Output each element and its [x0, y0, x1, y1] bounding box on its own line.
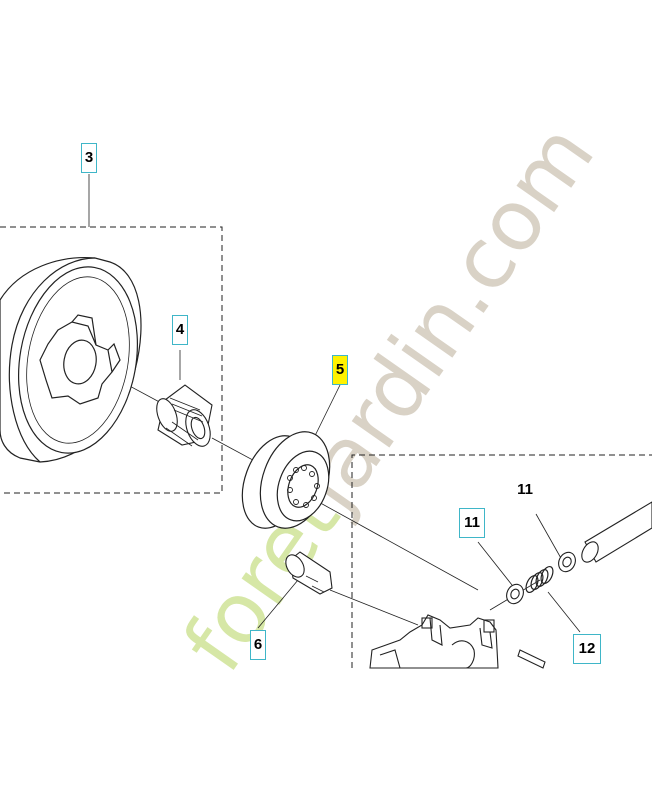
- leader-lines: [88, 174, 581, 633]
- callout-12[interactable]: 12: [573, 634, 601, 664]
- callout-3[interactable]: 3: [81, 143, 97, 173]
- needle-bearing-icon: [156, 384, 213, 447]
- clutch-drum-rim-sprocket-icon: [0, 256, 142, 463]
- rim-sprocket-icon: [241, 431, 331, 529]
- watermark: foretjardin.com: [164, 107, 613, 689]
- callout-6[interactable]: 6: [250, 630, 266, 660]
- spring-icon: [525, 565, 554, 594]
- callout-4[interactable]: 4: [172, 315, 188, 345]
- callout-11-boxed[interactable]: 11: [459, 508, 485, 538]
- svg-text:foretjardin.com: foretjardin.com: [164, 107, 613, 689]
- group-right-boundary: [351, 454, 652, 668]
- pump-housing: [369, 614, 546, 669]
- washer-icon: [506, 551, 576, 605]
- assembly-boundaries: [0, 226, 652, 668]
- group-3-boundary: [0, 226, 223, 494]
- screw-icon: [285, 551, 333, 595]
- callout-5[interactable]: 5: [332, 355, 348, 385]
- callout-11-plain[interactable]: 11: [517, 481, 533, 498]
- shaft-tube: [581, 501, 652, 563]
